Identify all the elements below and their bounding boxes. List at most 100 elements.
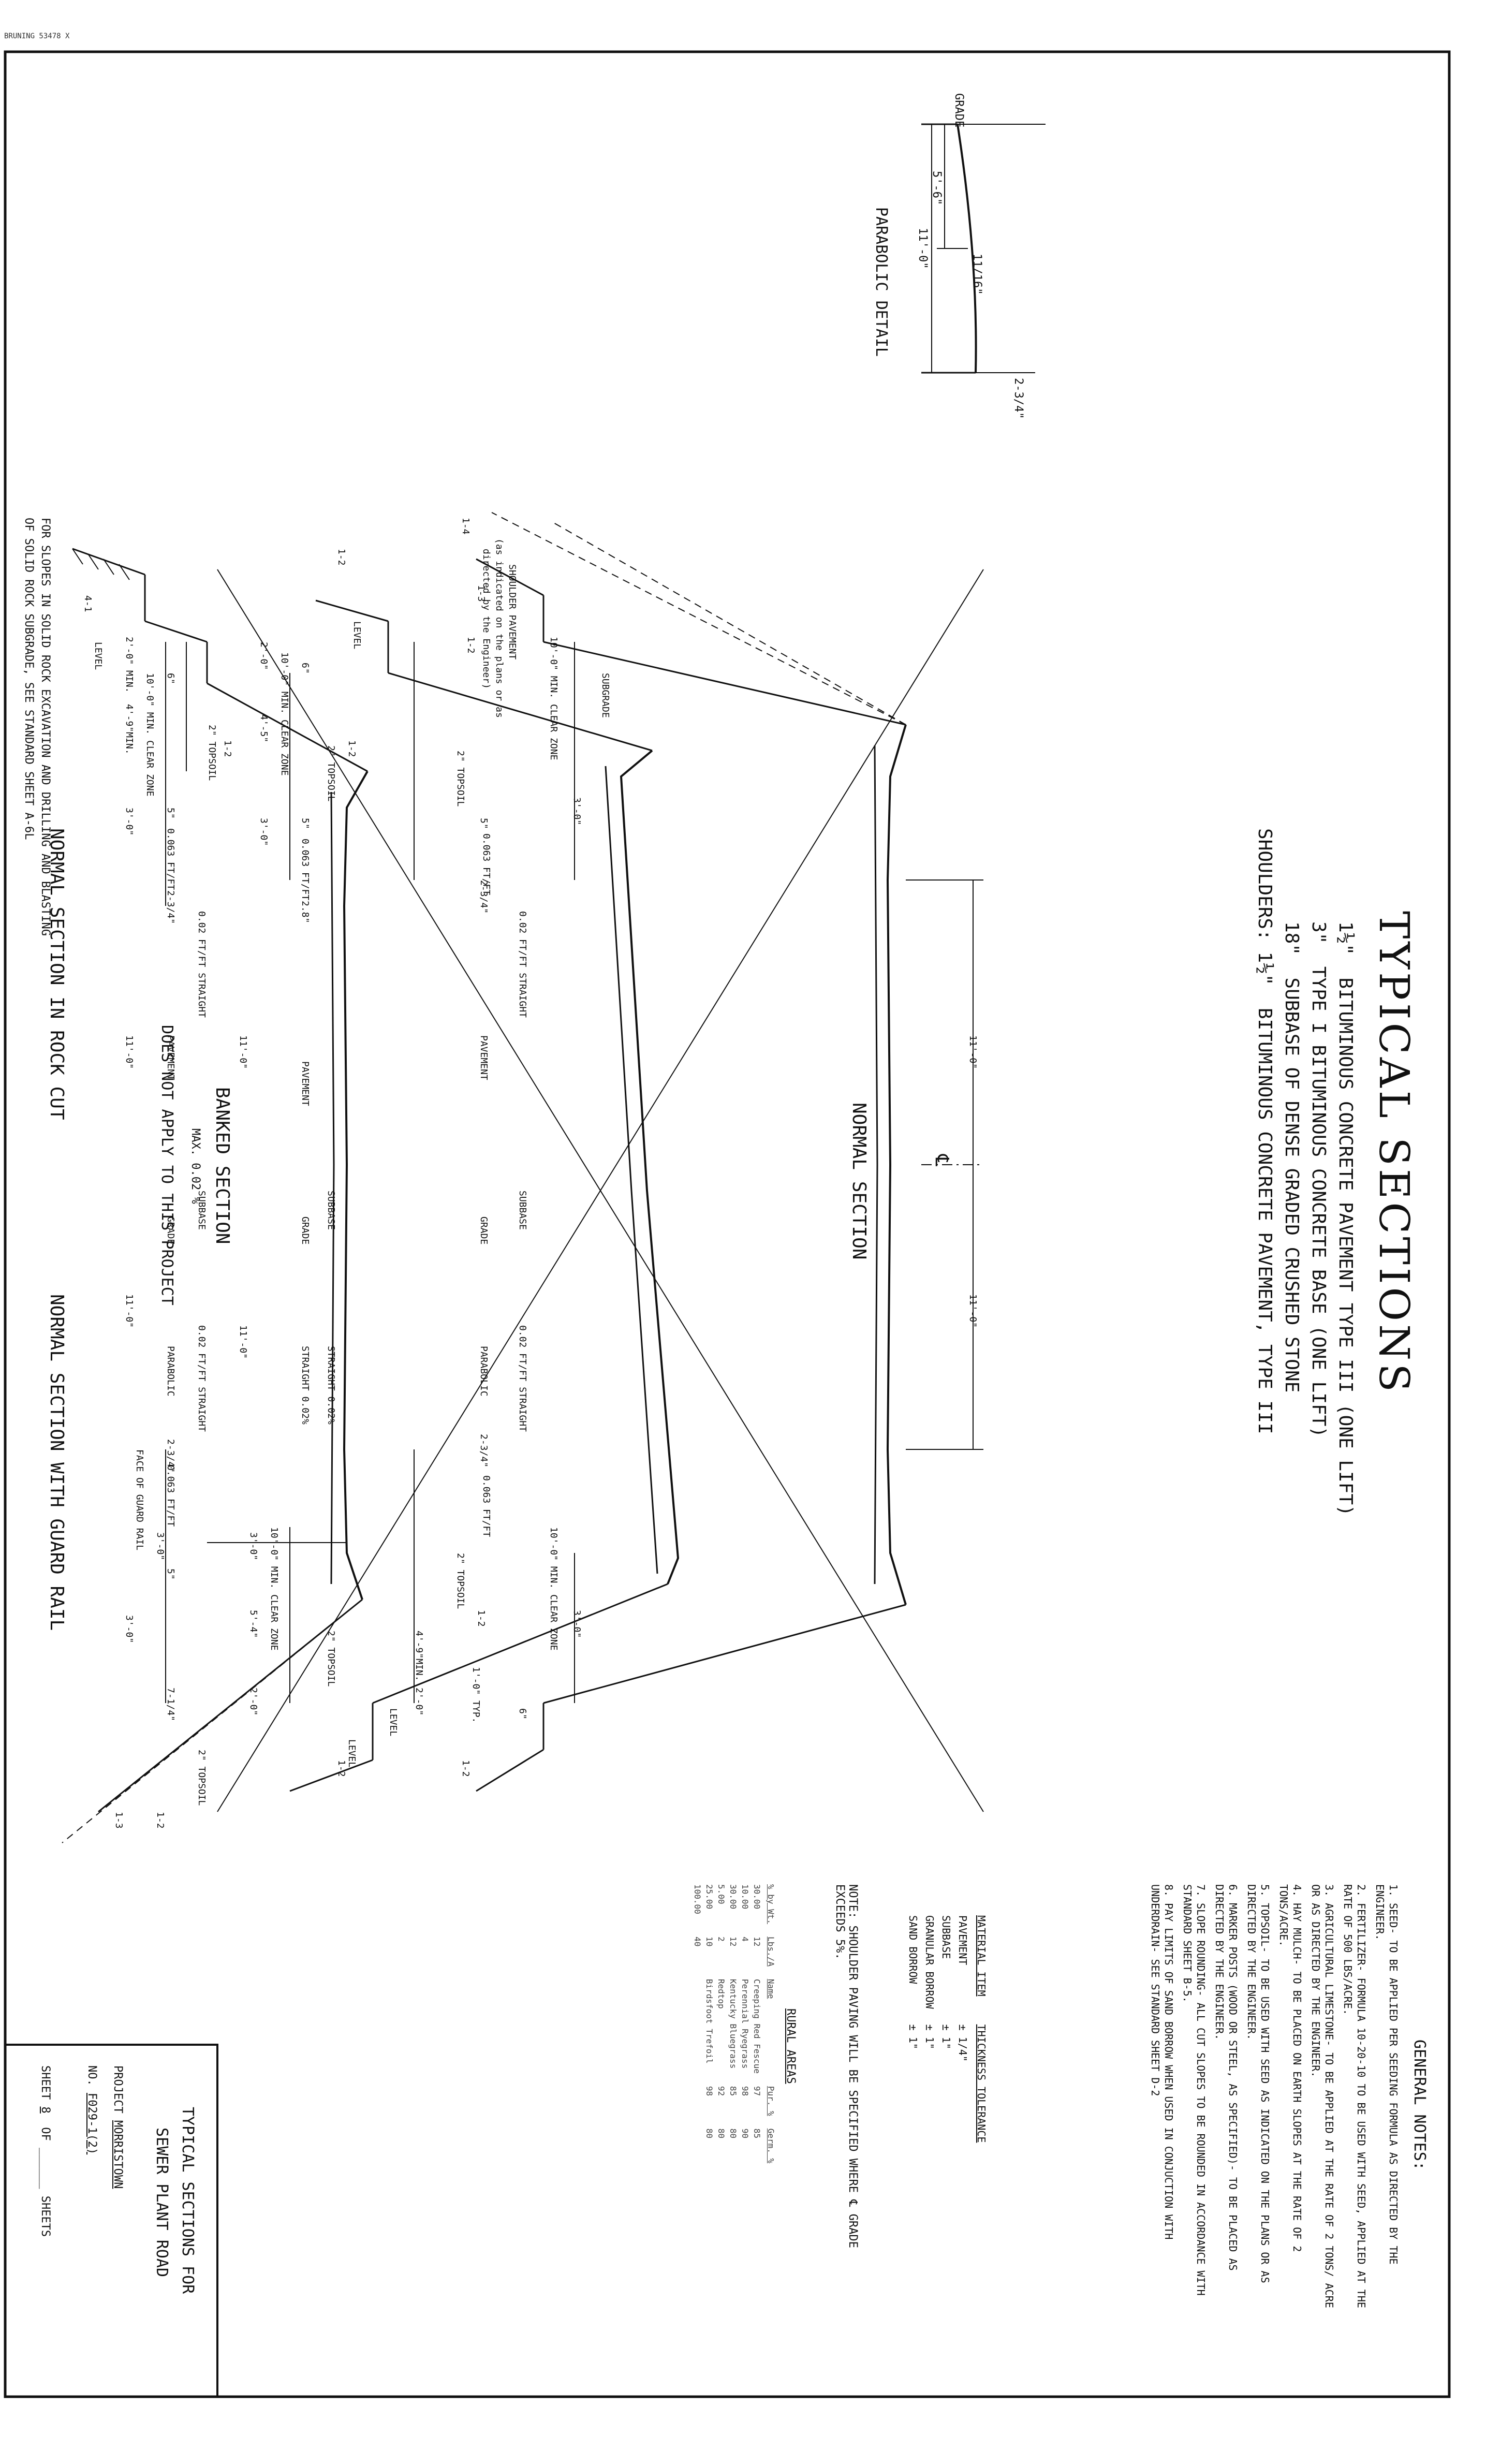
rc-topsoil: 2" TOPSOIL [207,725,217,781]
guard-rail-lines [62,1164,363,1843]
ns-grade: GRADE [478,1216,489,1245]
guard-rail-title: NORMAL SECTION WITH GUARD RAIL [46,1294,67,1631]
general-note-item: 4. HAY MULCH- TO BE PLACED ON EARTH SLOP… [1277,1884,1303,2252]
bs-dim-2-8: 2.8" [300,901,311,923]
title-block-number: NO. F029-1(2) [85,2065,98,2155]
rc-slope-4-1: 4-1 [82,595,93,612]
gr-subbase: SUBBASE [196,1191,207,1230]
bs-dim-2-0-right: 2'-0" [248,1688,259,1716]
general-notes: GENERAL NOTES: 1. SEED- TO BE APPLIED PE… [1143,1884,1429,2309]
ns-cross-left: 0.02 FT/FT STRAIGHT [517,911,528,1018]
bs-topsoil-left: 2" TOPSOIL [326,745,336,802]
ns-dim-3-left: 3'-0" [571,797,582,826]
ns-topsoil-right: 2" TOPSOIL [455,1553,466,1609]
spec-item: 1½" BITUMINOUS CONCRETE PAVEMENT TYPE II… [1335,921,1356,1516]
gr-dim-7-1-4: 7-1/4" [165,1688,176,1722]
ns-left-clear-zone: 10'-0" MIN. CLEAR ZONE [548,637,559,760]
ns-right-clear-zone: 10'-0" MIN. CLEAR ZONE [548,1527,559,1651]
ns-pavement: PAVEMENT [478,1035,489,1080]
rc-dim-3-0: 3'-0" [124,808,135,836]
ns-slope-1-2-right: 1-2 [460,1760,471,1777]
spec-item: 18" SUBBASE OF DENSE GRADED CRUSHED STON… [1281,921,1302,1393]
gr-slope-1-3: 1-3 [113,1812,124,1829]
rc-pavement: PAVEMENT [165,1035,176,1080]
rc-dim-2-0: 2'-0" MIN. [124,637,135,693]
rc-clear-zone: 10'-0" MIN. CLEAR ZONE [144,673,155,797]
bs-subbase: SUBBASE [326,1191,336,1230]
normal-section-lines [414,512,983,1792]
ns-subgrade: SUBGRADE [600,673,611,718]
rc-dim-11: 11'-0" [124,1035,135,1069]
bs-level-right: LEVEL [346,1739,357,1768]
general-note-item: 7. SLOPE ROUNDING- ALL CUT SLOPES TO BE … [1181,1884,1207,2296]
ns-dim-6: 6" [517,1708,528,1720]
parabolic-grade-label: GRADE [952,93,965,128]
gr-dim-5: 5" [165,1568,176,1580]
normal-section-title: NORMAL SECTION [848,1103,870,1260]
gr-cross: 0.02 FT/FT STRAIGHT [196,1325,207,1432]
rural-header: Pur. % [766,2086,776,2116]
banked-section-title: BANKED SECTION [212,1087,233,1244]
page-title: TYPICAL SECTIONS [1370,911,1418,1395]
shoulder-paving-note: NOTE: SHOULDER PAVING WILL BE SPECIFIED … [833,1884,859,2248]
corner-stamp: BRUNING 53478 X [4,32,70,40]
sheet-border [4,50,1451,2398]
bs-grade: GRADE [300,1216,311,1245]
bs-left-clear-zone: 10'-0" MIN. CLEAR ZONE [279,652,290,776]
ns-dim-11-right: 11'-0" [967,1294,978,1328]
parabolic-dim-5-6: 5'-6" [930,171,943,206]
bs-dim-11-left: 11'-0" [238,1035,248,1069]
title-block-sheet: SHEET 8 OF ______ SHEETS [39,2065,52,2237]
bs-pavement: PAVEMENT [300,1061,311,1106]
gr-dim-3-0-b: 3'-0" [124,1615,135,1644]
bs-slope-1-2-right: 1-2 [336,1760,347,1777]
general-note-item: 3. AGRICULTURAL LIMESTONE- TO BE APPLIED… [1309,1884,1335,2308]
rural-areas-table: % by Wt. Lbs./A Name Pur. % Germ. % 30.0… [691,1884,777,2176]
rock-cut-lines [72,548,369,1165]
title-block: TYPICAL SECTIONS FOR SEWER PLANT ROAD PR… [5,2045,217,2397]
rc-slope-1-2: 1-2 [222,740,233,757]
title-block-line2: SEWER PLANT ROAD [153,2128,171,2277]
table-row: SAND BORROW± 1" [907,1915,919,2049]
ns-dim-3-right: 3'-0" [571,1610,582,1638]
ns-slope-1-4: 1-4 [460,518,471,535]
bs-right-clear-zone: 10'-0" MIN. CLEAR ZONE [269,1527,279,1651]
ns-parabolic: PARABOLIC [478,1346,489,1397]
gr-grade: GRADE [165,1216,176,1245]
parabolic-detail-lines [921,123,1046,374]
bs-dim-2-0: 2'-0" [258,642,269,670]
parabolic-detail-title: PARABOLIC DETAIL [872,207,890,357]
rc-level: LEVEL [93,642,104,670]
bs-slope-1-2-left: 1-2 [346,740,357,757]
ns-234-right: 2-3/4" [478,1434,489,1468]
gr-slope-1-2: 1-2 [155,1812,166,1829]
ns-subbase: SUBBASE [517,1191,528,1230]
gr-dim-11: 11'-0" [124,1294,135,1328]
bs-dim-6: 6" [300,663,311,674]
rc-dim-5: 5" [165,808,176,819]
gr-face: FACE OF GUARD RAIL [134,1449,145,1551]
rural-header: Lbs./A [766,1937,776,1967]
ns-shoulder-note: SHOULDER PAVEMENT [507,564,518,660]
general-note-item: 6. MARKER POSTS (WOOD OR STEEL, AS SPECI… [1213,1884,1239,2271]
spec-item: 3" TYPE I BITUMINOUS CONCRETE BASE (ONE … [1308,921,1329,1438]
parabolic-dim-11: 11'-0" [916,228,929,269]
rc-dim-4-9: 4'-9"MIN. [124,704,135,755]
ns-topsoil-left: 2" TOPSOIL [455,751,466,807]
title-block-lines [4,2044,218,2398]
ns-slope-1-2-inner: 1-2 [476,1610,487,1627]
tolerance-table-wrap: MATERIAL ITEM THICKNESS TOLERANCE PAVEME… [905,1915,989,2158]
ns-dim-2-0: 2'-0" [414,1688,424,1716]
rural-areas: RURAL AREAS % by Wt. Lbs./A Name Pur. % … [691,1884,797,2176]
ns-dim-4-9: 4'-9"MIN. [414,1631,424,1681]
bs-dim-3-0-left: 3'-0" [258,818,269,846]
title-block-line1: TYPICAL SECTIONS FOR [179,2107,197,2294]
bs-dim-11-right: 11'-0" [238,1325,248,1359]
general-notes-title: GENERAL NOTES: [1410,2040,1429,2170]
bs-topsoil-right: 2" TOPSOIL [326,1631,336,1687]
